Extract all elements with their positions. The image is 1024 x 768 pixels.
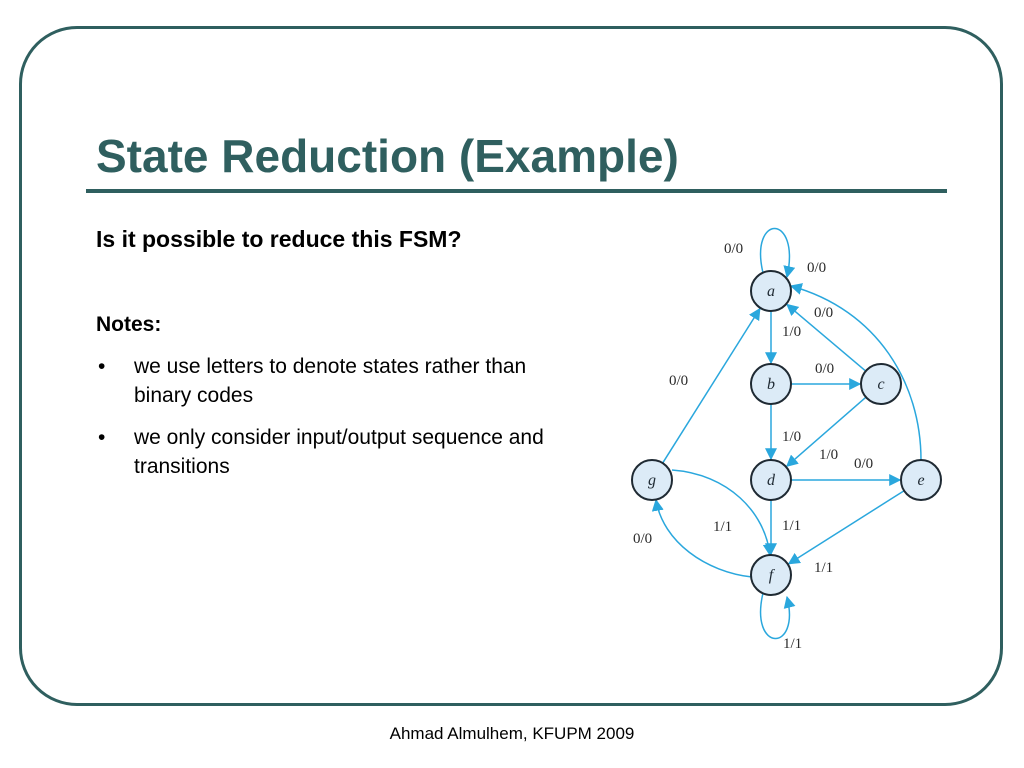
transition-label-b-d: 1/0 [782,429,801,445]
fsm-edges [651,227,922,640]
transition-arrow-f-f [759,592,796,640]
state-node-g [631,459,673,501]
notes-list: • we use letters to denote states rather… [96,352,576,494]
state-node-f [750,554,792,596]
note-text: we use letters to denote states rather t… [134,355,527,407]
transition-label-d-e: 0/0 [854,456,873,472]
fsm-states: a b c d e f g [631,270,942,596]
state-label-d: d [767,472,776,489]
state-label-c: c [877,376,884,393]
slide-frame [19,26,1003,706]
bullet-icon: • [98,426,106,449]
fsm-state-diagram: a b c d e f g 0/0 1/0 0/0 1/0 0/0 1/0 0/0 1/1 0/0 1/1 1/… [631,227,942,652]
state-label-a: a [767,283,775,300]
transition-label-f-f: 1/1 [783,636,802,652]
state-label-f: f [769,567,776,584]
state-label-g: g [648,472,656,489]
note-text: we only consider input/output sequence a… [134,426,544,478]
transition-label-g-a: 0/0 [669,373,688,389]
transition-label-e-f: 1/1 [814,560,833,576]
transition-label-f-g: 0/0 [633,531,652,547]
note-item: • we only consider input/output sequence… [96,423,576,481]
transition-label-b-c: 0/0 [815,361,834,377]
transition-label-e-a: 0/0 [807,260,826,276]
transition-arrow-e-a [789,283,922,461]
state-node-b [750,363,792,405]
title-underline [86,189,947,193]
state-label-e: e [917,472,924,489]
transition-arrow-c-a [786,303,867,372]
transition-label-c-a: 0/0 [814,305,833,321]
transition-arrow-c-d [785,396,867,467]
state-label-b: b [767,376,775,393]
state-node-c [860,363,902,405]
footer-text: Ahmad Almulhem, KFUPM 2009 [389,724,635,743]
fsm-edge-labels: 0/0 1/0 0/0 1/0 0/0 1/0 0/0 1/1 0/0 1/1 1/1 0/0 0/0 1… [633,241,873,652]
transition-arrow-a-a [759,227,796,279]
transition-arrow-f-g [651,498,753,578]
question-text: Is it possible to reduce this FSM? [96,226,462,252]
note-item: • we use letters to denote states rather… [96,352,576,410]
transition-arrow-g-a [662,307,761,464]
transition-label-g-f: 1/1 [713,519,732,535]
transition-label-a-a: 0/0 [724,241,743,257]
slide-title: State Reduction (Example) [96,130,679,182]
state-node-d [750,459,792,501]
transition-arrow-g-f [671,469,775,557]
notes-heading: Notes: [96,313,162,336]
state-node-a [750,270,792,312]
state-node-e [900,459,942,501]
transition-label-c-d: 1/0 [819,447,838,463]
transition-arrow-e-f [787,490,905,565]
transition-label-d-f: 1/1 [782,518,801,534]
transition-label-a-b: 1/0 [782,324,801,340]
bullet-icon: • [98,355,106,378]
